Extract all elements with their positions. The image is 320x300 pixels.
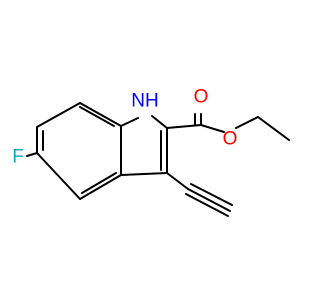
- bond-c4-c3a: [79, 174, 122, 200]
- bond-c7a-c7: [79, 102, 122, 127]
- bond-c4-c3a-inner: [81, 172, 117, 194]
- bond-c5-c4: [36, 152, 81, 200]
- molecule-structure: NH F O O: [12, 87, 290, 217]
- atom-labels: NH F O O: [12, 87, 237, 168]
- bond-c5-f: [26, 152, 38, 157]
- bond-ch2-ch3: [257, 116, 290, 141]
- benzene-ring: [36, 102, 122, 200]
- fluorine-label: F: [12, 147, 24, 168]
- bond-c2-carboxyl: [166, 124, 202, 129]
- bond-c7-c6: [36, 102, 81, 128]
- bond-alkyne-triple-c: [185, 193, 229, 217]
- bond-alkyne-triple-b: [190, 183, 233, 206]
- nh-label: NH: [131, 91, 158, 112]
- bond-n1-c2: [151, 115, 168, 129]
- bond-c7a-c7-inner: [79, 106, 115, 127]
- carbonyl-oxygen-label: O: [194, 87, 209, 108]
- bond-c7a-n1: [120, 117, 139, 127]
- bond-c3-c3a: [120, 172, 168, 176]
- bond-oester-ch2: [235, 116, 259, 129]
- bond-c3-alkyne: [166, 172, 189, 190]
- bond-alkyne-triple-a: [187, 188, 231, 212]
- substituents: [26, 113, 290, 217]
- bond-carboxyl-oester: [200, 124, 225, 133]
- pyrrole-ring: [120, 115, 168, 176]
- ester-oxygen-label: O: [223, 129, 238, 150]
